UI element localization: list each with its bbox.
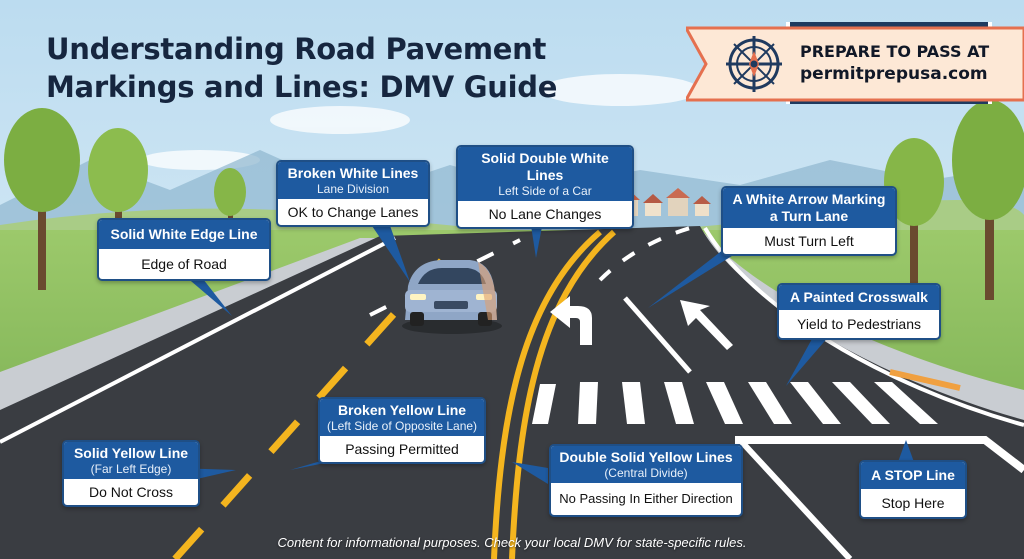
callout-painted-crosswalk: A Painted Crosswalk Yield to Pedestrians — [777, 283, 941, 340]
footer-disclaimer: Content for informational purposes. Chec… — [277, 535, 747, 550]
title-line-1: Understanding Road Pavement — [46, 32, 547, 66]
title-line-2: Markings and Lines: DMV Guide — [46, 70, 558, 104]
callout-body: Passing Permitted — [345, 441, 459, 457]
callout-white-arrow-turn-lane: A White Arrow Marking a Turn Lane Must T… — [721, 186, 897, 256]
promo-banner[interactable] — [686, 22, 1024, 104]
curb-orange — [889, 369, 961, 391]
callout-body: Do Not Cross — [88, 484, 174, 500]
compass-ship-wheel-icon — [726, 36, 782, 92]
right-edge-line — [703, 226, 1024, 427]
crosswalk-stripes — [532, 382, 938, 424]
callout-title: A Painted Crosswalk — [779, 285, 939, 310]
callout-title: Solid Yellow Line (Far Left Edge) — [64, 442, 198, 479]
right-white-broken — [598, 226, 691, 282]
turn-lane-line — [623, 296, 692, 374]
callout-solid-white-edge-line: Solid White Edge Line Edge of Road — [97, 218, 271, 281]
left-turn-arrow — [550, 296, 592, 345]
callout-title: A STOP Line — [861, 462, 965, 489]
callout-body: Stop Here — [881, 495, 945, 511]
callout-title: Broken White Lines Lane Division — [278, 162, 428, 199]
callout-solid-double-white-lines: Solid Double White Lines Left Side of a … — [456, 145, 634, 229]
callout-body: Edge of Road — [141, 256, 227, 272]
callout-title: Broken Yellow Line (Left Side of Opposit… — [320, 399, 484, 436]
callout-subtitle: (Central Divide) — [604, 466, 688, 480]
callout-subtitle: Lane Division — [316, 182, 390, 196]
center-double-yellow-b — [509, 229, 617, 559]
callout-body: No Lane Changes — [488, 206, 602, 222]
clouds — [140, 74, 700, 170]
callout-body: OK to Change Lanes — [287, 204, 419, 220]
callout-title: Solid Double White Lines Left Side of a … — [458, 147, 632, 201]
banner-line-1: PREPARE TO PASS AT — [800, 42, 990, 61]
callout-body: No Passing In Either Direction — [559, 491, 733, 506]
page-title: Understanding Road Pavement Markings and… — [46, 30, 557, 106]
banner-url-link[interactable]: permitprepusa.com — [800, 64, 988, 84]
callout-broken-white-lines: Broken White Lines Lane Division OK to C… — [276, 160, 430, 227]
callout-subtitle: Left Side of a Car — [498, 184, 592, 198]
callout-double-solid-yellow-lines: Double Solid Yellow Lines (Central Divid… — [549, 444, 743, 517]
center-double-yellow-a — [491, 229, 602, 559]
callout-solid-yellow-line: Solid Yellow Line (Far Left Edge) Do Not… — [62, 440, 200, 507]
callout-pointers — [175, 206, 914, 484]
stop-lane-line — [737, 437, 853, 559]
banner-text[interactable]: PREPARE TO PASS AT permitprepusa.com — [800, 41, 989, 85]
callout-subtitle: (Far Left Edge) — [90, 462, 172, 476]
trees — [4, 100, 1024, 300]
car — [402, 260, 502, 334]
callout-stop-line: A STOP Line Stop Here — [859, 460, 967, 519]
left-edge-line — [0, 236, 396, 444]
stop-line — [735, 436, 1024, 474]
callout-body: Yield to Pedestrians — [797, 316, 921, 332]
callout-body: Must Turn Left — [764, 233, 854, 249]
callout-title: A White Arrow Marking a Turn Lane — [723, 188, 895, 228]
callout-title: Double Solid Yellow Lines (Central Divid… — [551, 446, 741, 483]
callout-title: Solid White Edge Line — [99, 220, 269, 249]
callout-broken-yellow-line: Broken Yellow Line (Left Side of Opposit… — [318, 397, 486, 464]
straight-arrow — [680, 300, 733, 350]
callout-subtitle: (Left Side of Opposite Lane) — [326, 419, 478, 433]
